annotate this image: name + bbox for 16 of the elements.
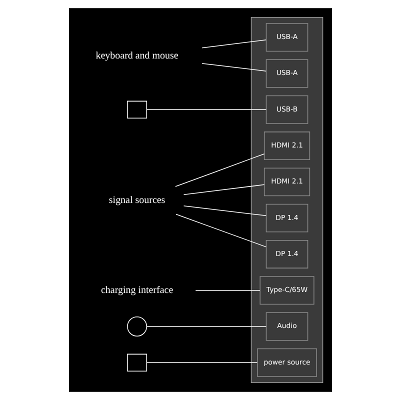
cluster	[250, 16, 323, 384]
connector	[146, 109, 266, 110]
node-box	[126, 100, 147, 118]
node-circle	[126, 316, 147, 336]
connector	[182, 205, 266, 216]
connector	[182, 184, 264, 196]
node-text: charging interface	[100, 284, 173, 296]
node-text: keyboard and mouse	[95, 50, 178, 62]
connector	[194, 290, 260, 291]
connector	[146, 362, 258, 364]
connector	[201, 40, 266, 48]
connector	[175, 214, 266, 248]
node-box	[126, 354, 147, 372]
connector	[146, 326, 266, 327]
node-text: signal sources	[108, 195, 165, 206]
connector	[201, 63, 266, 72]
